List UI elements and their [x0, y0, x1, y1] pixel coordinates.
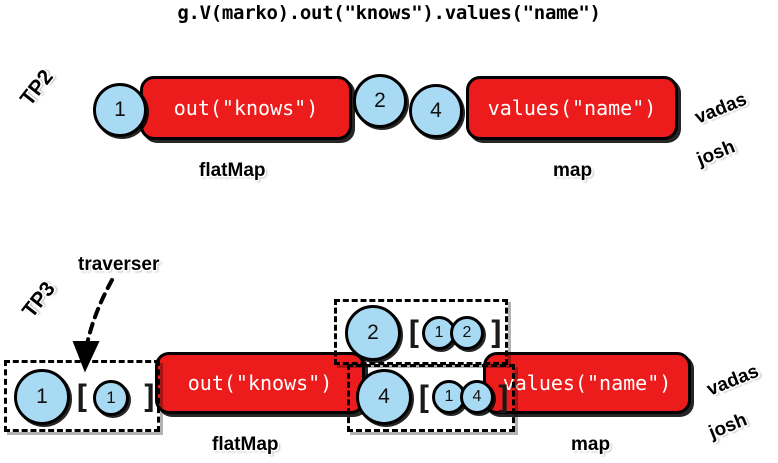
tp3-traverser-out-upper-close-bracket: ] — [487, 314, 507, 352]
tp3-traverser-in-box[interactable] — [4, 360, 160, 432]
tp3-traverser-out-lower-open-bracket: [ — [414, 379, 434, 417]
tp3-traverser-out-upper-box[interactable] — [334, 299, 508, 365]
tp3-out-knows-step[interactable]: out("knows") — [155, 352, 365, 414]
tp2-result-vadas: vadas — [692, 88, 750, 129]
tp3-traverser-in-object[interactable]: 1 — [14, 369, 70, 425]
tp2-object-1[interactable]: 1 — [93, 83, 147, 137]
tp3-traverser-in-open-bracket: [ — [72, 378, 92, 416]
tp3-flatmap-label: flatMap — [212, 434, 279, 455]
traverser-annotation-label: traverser — [78, 254, 160, 275]
tp3-traverser-out-lower-close-bracket: ] — [494, 379, 514, 417]
tp3-result-josh: josh — [706, 409, 751, 444]
tp3-traverser-out-upper-path-2[interactable]: 2 — [450, 316, 484, 350]
tp3-traverser-out-lower-object[interactable]: 4 — [356, 369, 412, 425]
tp3-map-label: map — [571, 434, 611, 455]
tp3-traverser-out-lower-path-2[interactable]: 4 — [460, 380, 494, 414]
tp2-out-knows-step[interactable]: out("knows") — [140, 76, 352, 140]
tp2-map-label: map — [553, 160, 593, 181]
tp2-result-josh: josh — [694, 136, 739, 171]
tp2-flatmap-label: flatMap — [199, 160, 266, 181]
page-title: g.V(marko).out("knows").values("name") — [177, 2, 601, 24]
tp3-values-name-step[interactable]: values("name") — [483, 352, 691, 414]
row-label-tp2: TP2 — [16, 65, 58, 111]
tp2-object-2[interactable]: 2 — [353, 74, 407, 128]
tp3-traverser-out-lower-box[interactable] — [347, 364, 515, 432]
tp3-result-vadas: vadas — [704, 360, 762, 401]
tp2-object-4[interactable]: 4 — [409, 84, 463, 138]
tp3-traverser-in-path-1[interactable]: 1 — [93, 380, 129, 416]
tp3-traverser-in-close-bracket: ] — [140, 378, 160, 416]
row-label-tp3: TP3 — [18, 277, 60, 323]
tp3-traverser-out-upper-object[interactable]: 2 — [345, 305, 401, 361]
tp3-traverser-out-upper-open-bracket: [ — [404, 314, 424, 352]
tp2-values-name-step[interactable]: values("name") — [466, 76, 678, 140]
